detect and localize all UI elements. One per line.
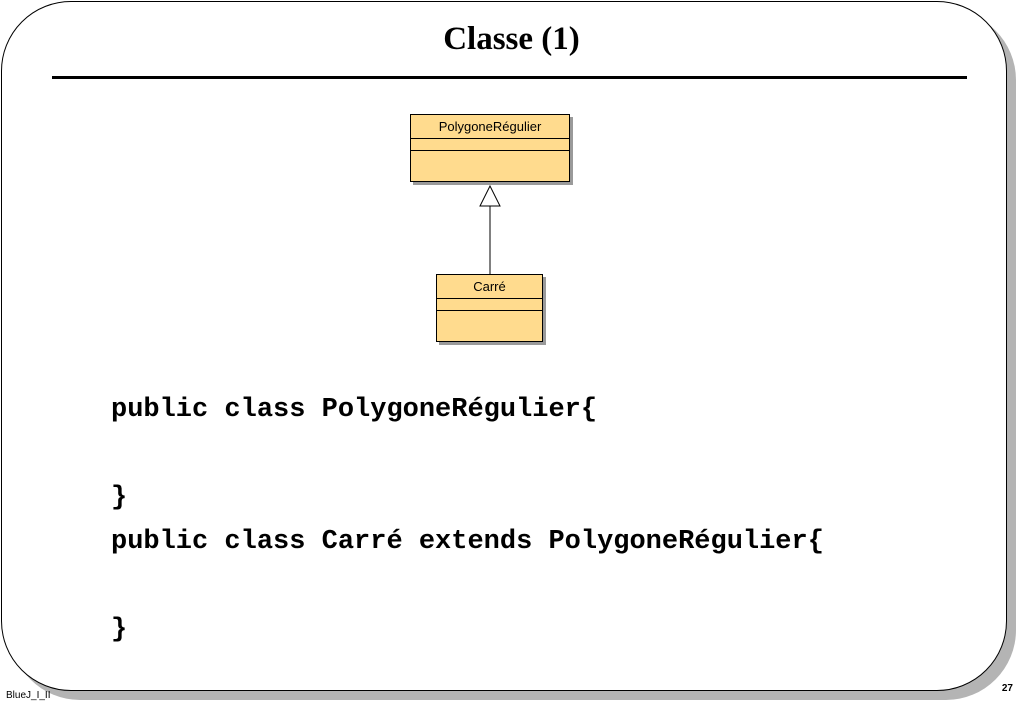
uml-class-polygone-regulier: PolygoneRégulier [410,114,570,182]
slide-title: Classe (1) [443,21,580,57]
uml-class-carre: Carré [436,274,543,342]
uml-class-name: PolygoneRégulier [411,115,569,139]
code-line: } [111,615,128,645]
code-line: public class PolygoneRégulier{ [111,395,598,425]
title-rule [52,76,967,79]
page-number: 27 [1001,683,1013,694]
uml-attributes-compartment [437,299,542,311]
generalization-arrowhead-icon [479,184,501,207]
uml-attributes-compartment [411,139,569,151]
code-line: } [111,483,128,513]
code-block: public class PolygoneRégulier{} public cl… [111,388,824,652]
footer-course-label: BlueJ_I_II [6,690,51,701]
inheritance-arrow [479,184,501,274]
uml-class-name: Carré [437,275,542,299]
code-line: public class Carré extends PolygoneRégul… [111,527,824,557]
code-line [111,564,824,608]
code-line [111,432,824,476]
